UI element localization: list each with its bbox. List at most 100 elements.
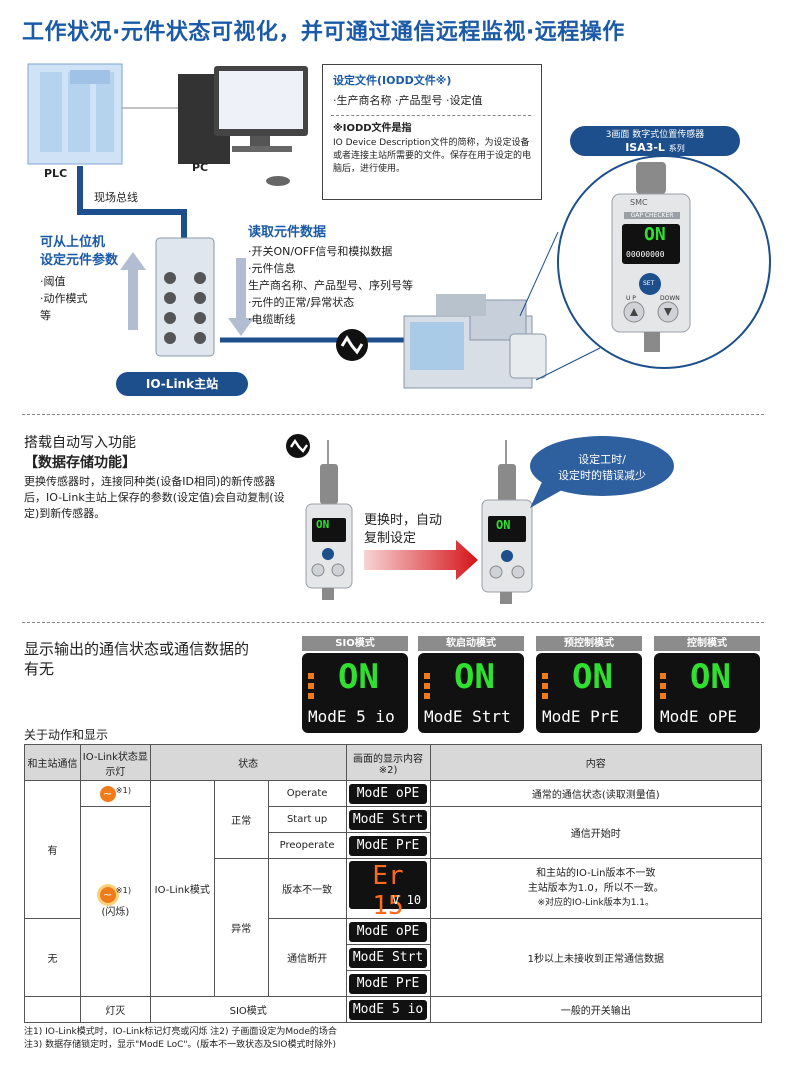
set-params-item-1: ·阈值 (40, 275, 66, 288)
iodd-note-title: ※IODD文件是指 (333, 123, 412, 134)
benefit-bubble-line2: 设定时的错误减少 (558, 469, 646, 482)
screen-er15-main: Er 15 (372, 860, 404, 921)
mode-sub: ModE 5 io (308, 707, 395, 726)
header-content: 内容 (429, 744, 763, 781)
fieldbus-label: 现场总线 (94, 191, 138, 204)
mode-sub: ModE PrE (542, 707, 620, 726)
content-break: 1秒以上未接收到正常通信数据 (429, 918, 763, 997)
flash-label: (闪烁) (101, 906, 130, 918)
display-modes-title-1: 显示输出的通信状态或通信数据的 (24, 640, 250, 658)
read-data-title: 读取元件数据 (248, 225, 327, 240)
iolink-logo-icon (336, 329, 368, 361)
sio-mode-cell: SIO模式 (149, 996, 347, 1023)
content-mismatch: 和主站的IO-Lin版本不一致 主站版本为1.0，所以不一致。 ※对应的IO-L… (429, 858, 763, 919)
row-preoperate: Preoperate (267, 832, 347, 859)
screen-v10: V 10 (392, 892, 422, 907)
device-up-label: U P (626, 295, 636, 302)
mode-main: ON (690, 657, 731, 697)
footnote-1: 注1) IO-Link模式时，IO-Link标记灯亮或闪烁 注2) 子画面设定为… (24, 1027, 337, 1037)
footnote-2: 注3) 数据存储锁定时，显示"ModE LoC"。(版本不一致状态及SIO模式时… (24, 1040, 337, 1050)
comm-none: 无 (24, 918, 81, 997)
plc-icon (27, 63, 123, 165)
benefit-bubble-line1: 设定工时/ (578, 453, 626, 466)
header-light: IO-Link状态显示灯 (79, 744, 151, 781)
screen-sio: ModE 5 io (349, 999, 428, 1020)
screen-break-pre: ModE PrE (349, 973, 428, 994)
device-gap-label: GAP CHECKER (624, 212, 680, 219)
light-on-cell: ~※1) (79, 780, 151, 807)
header-comm: 和主站通信 (24, 744, 81, 781)
pc-icon (178, 66, 308, 186)
read-data-item-4: ·元件的正常/异常状态 (248, 296, 355, 309)
note1-mark-2: ※1) (115, 885, 132, 896)
set-params-title-1: 可从上位机 (40, 235, 106, 250)
device-lcd-main: ON (644, 224, 666, 245)
screen-break-ope: ModE oPE (349, 921, 428, 942)
table-caption: 关于动作和显示 (24, 728, 109, 742)
mode-sub: ModE Strt (424, 707, 511, 726)
copy-text-2: 复制设定 (364, 531, 417, 546)
state-normal: 正常 (213, 780, 269, 859)
mode-header: SIO模式 (302, 636, 408, 651)
set-params-title-2: 设定元件参数 (40, 253, 119, 268)
benefit-bubble: 设定工时/ 设定时的错误减少 (538, 452, 666, 484)
data-storage-title-1: 搭载自动写入功能 (24, 435, 136, 451)
state-abnormal: 异常 (213, 858, 269, 997)
mode-panel-pre: 预控制模式 ON ModE PrE (536, 636, 642, 733)
iolink-mode-cell: IO-Link模式 (149, 780, 215, 997)
mode-main: ON (454, 657, 495, 697)
content-start: 通信开始时 (429, 806, 763, 859)
set-params-item-2: ·动作模式 (40, 292, 88, 305)
content-mismatch-2: 主站版本为1.0，所以不一致。 (527, 883, 664, 894)
header-state: 状态 (149, 744, 347, 781)
mode-main: ON (572, 657, 613, 697)
iodd-note-body: IO Device Description文件的简称，为设定设备或者连接主站所需… (333, 138, 532, 174)
row-version-mismatch: 版本不一致 (267, 858, 347, 919)
system-diagram (27, 63, 771, 389)
iodd-box: 设定文件(IODD文件※) ·生产商名称 ·产品型号 ·设定值 ※IODD文件是… (322, 64, 542, 200)
screen-strt: ModE Strt (349, 809, 428, 830)
screen-break-strt: ModE Strt (349, 947, 428, 968)
read-data-item-3: 生产商名称、产品型号、序列号等 (248, 279, 413, 292)
light-off-cell: 灯灭 (79, 996, 151, 1023)
mode-header: 控制模式 (654, 636, 760, 651)
content-off: 一般的开关输出 (429, 996, 763, 1023)
mode-sub: ModE oPE (660, 707, 738, 726)
content-operate: 通常的通信状态(读取测量值) (429, 780, 763, 807)
iolink-master-icon (155, 237, 215, 357)
read-data-item-1: ·开关ON/OFF信号和模拟数据 (248, 245, 393, 258)
page-title: 工作状况·元件状态可视化，并可通过通信远程监视·远程操作 (22, 20, 625, 45)
header-screen: 画面的显示内容※2) (345, 744, 431, 781)
sensor-b-lcd: ON (496, 518, 511, 532)
sensor-badge-model: ISA3-L (625, 141, 665, 154)
sensor-a-lcd: ON (316, 518, 330, 531)
iolink-logo-icon-small (286, 434, 310, 458)
row-comm-break: 通信断开 (267, 918, 347, 997)
row-operate: Operate (267, 780, 347, 807)
device-set-button[interactable]: SET (643, 280, 655, 287)
plc-label: PLC (44, 167, 68, 180)
device-brand: SMC (630, 198, 648, 207)
operation-table: 和主站通信 IO-Link状态显示灯 状态 画面的显示内容※2) 内容 有 ~※… (24, 744, 763, 1023)
mode-panel-strt: 软启动模式 ON ModE Strt (418, 636, 524, 733)
mode-header: 软启动模式 (418, 636, 524, 651)
screen-pre: ModE PrE (349, 835, 428, 856)
row-startup: Start up (267, 806, 347, 833)
data-storage-body: 更换传感器时，连接同种类(设备ID相同)的新传感器后，IO-Link主站上保存的… (24, 475, 285, 520)
screen-ope: ModE oPE (349, 783, 428, 804)
sensor-badge-line1: 3画面 数字式位置传感器 (605, 130, 705, 140)
copy-text-1: 更换时，自动 (364, 513, 443, 528)
sensor-badge: 3画面 数字式位置传感器 ISA3-L 系列 (570, 126, 740, 156)
data-storage-title-2: 【数据存储功能】 (24, 455, 136, 471)
machine-icon (403, 294, 547, 389)
read-data-item-5: ·电缆断线 (248, 313, 296, 326)
light-flash-cell: ~※1) (闪烁) (79, 806, 151, 997)
set-params-item-3: 等 (40, 309, 51, 322)
iolink-light-icon: ~ (99, 786, 116, 803)
comm-has: 有 (24, 780, 81, 919)
mode-panel-sio: SIO模式 ON ModE 5 io (302, 636, 408, 733)
iolink-master-label: IO-Link主站 (116, 372, 248, 396)
read-data-item-2: ·元件信息 (248, 262, 296, 275)
device-lcd-sub: 00000000 (626, 250, 665, 259)
content-mismatch-1: 和主站的IO-Lin版本不一致 (536, 868, 656, 879)
